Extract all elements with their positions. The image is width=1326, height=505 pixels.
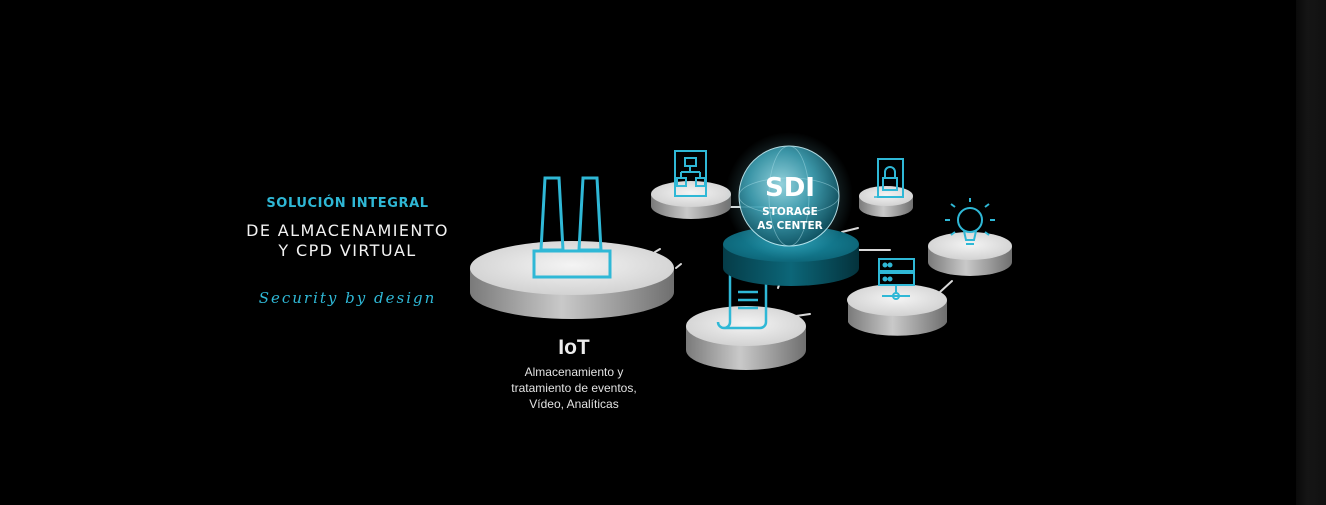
connector-line (675, 263, 682, 269)
flowchart-icon (674, 150, 707, 197)
platform-workflow (651, 181, 731, 219)
intro-text: SOLUCIÓN INTEGRAL DE ALMACENAMIENTO Y CP… (240, 196, 455, 307)
headline-line: Y CPD VIRTUAL (278, 241, 417, 260)
connector-line (939, 280, 953, 293)
iot-caption: IoT Almacenamiento y tratamiento de even… (494, 336, 654, 412)
iot-desc-line: Almacenamiento y (524, 365, 624, 379)
connector-line (795, 313, 811, 317)
hub-title: SDI (765, 173, 815, 203)
server-icon (878, 258, 915, 300)
headline-line: DE ALMACENAMIENTO (246, 221, 449, 240)
iot-description: Almacenamiento y tratamiento de eventos,… (494, 364, 654, 412)
tagline: Security by design (258, 289, 437, 307)
iot-title: IoT (558, 336, 590, 359)
platform-documents (686, 306, 806, 370)
platform-ideas (928, 232, 1012, 276)
document-icon (716, 272, 768, 330)
connector-line (654, 248, 661, 253)
lightbulb-icon (945, 198, 995, 245)
factory-icon (532, 176, 612, 279)
iot-desc-line: tratamiento de eventos, (511, 381, 637, 395)
lock-icon (874, 158, 904, 198)
platform-iot (470, 241, 674, 319)
platform-servers (847, 284, 947, 336)
right-edge-strip (1296, 0, 1326, 505)
iot-desc-line: Vídeo, Analíticas (529, 397, 619, 411)
connector-line (841, 227, 859, 233)
hub-line-1: STORAGE (762, 206, 818, 218)
intro-headline: DE ALMACENAMIENTO Y CPD VIRTUAL (240, 221, 455, 261)
hub-line-2: AS CENTER (757, 220, 822, 232)
intro-subtitle: SOLUCIÓN INTEGRAL (266, 196, 429, 211)
hub-globe (725, 132, 853, 260)
